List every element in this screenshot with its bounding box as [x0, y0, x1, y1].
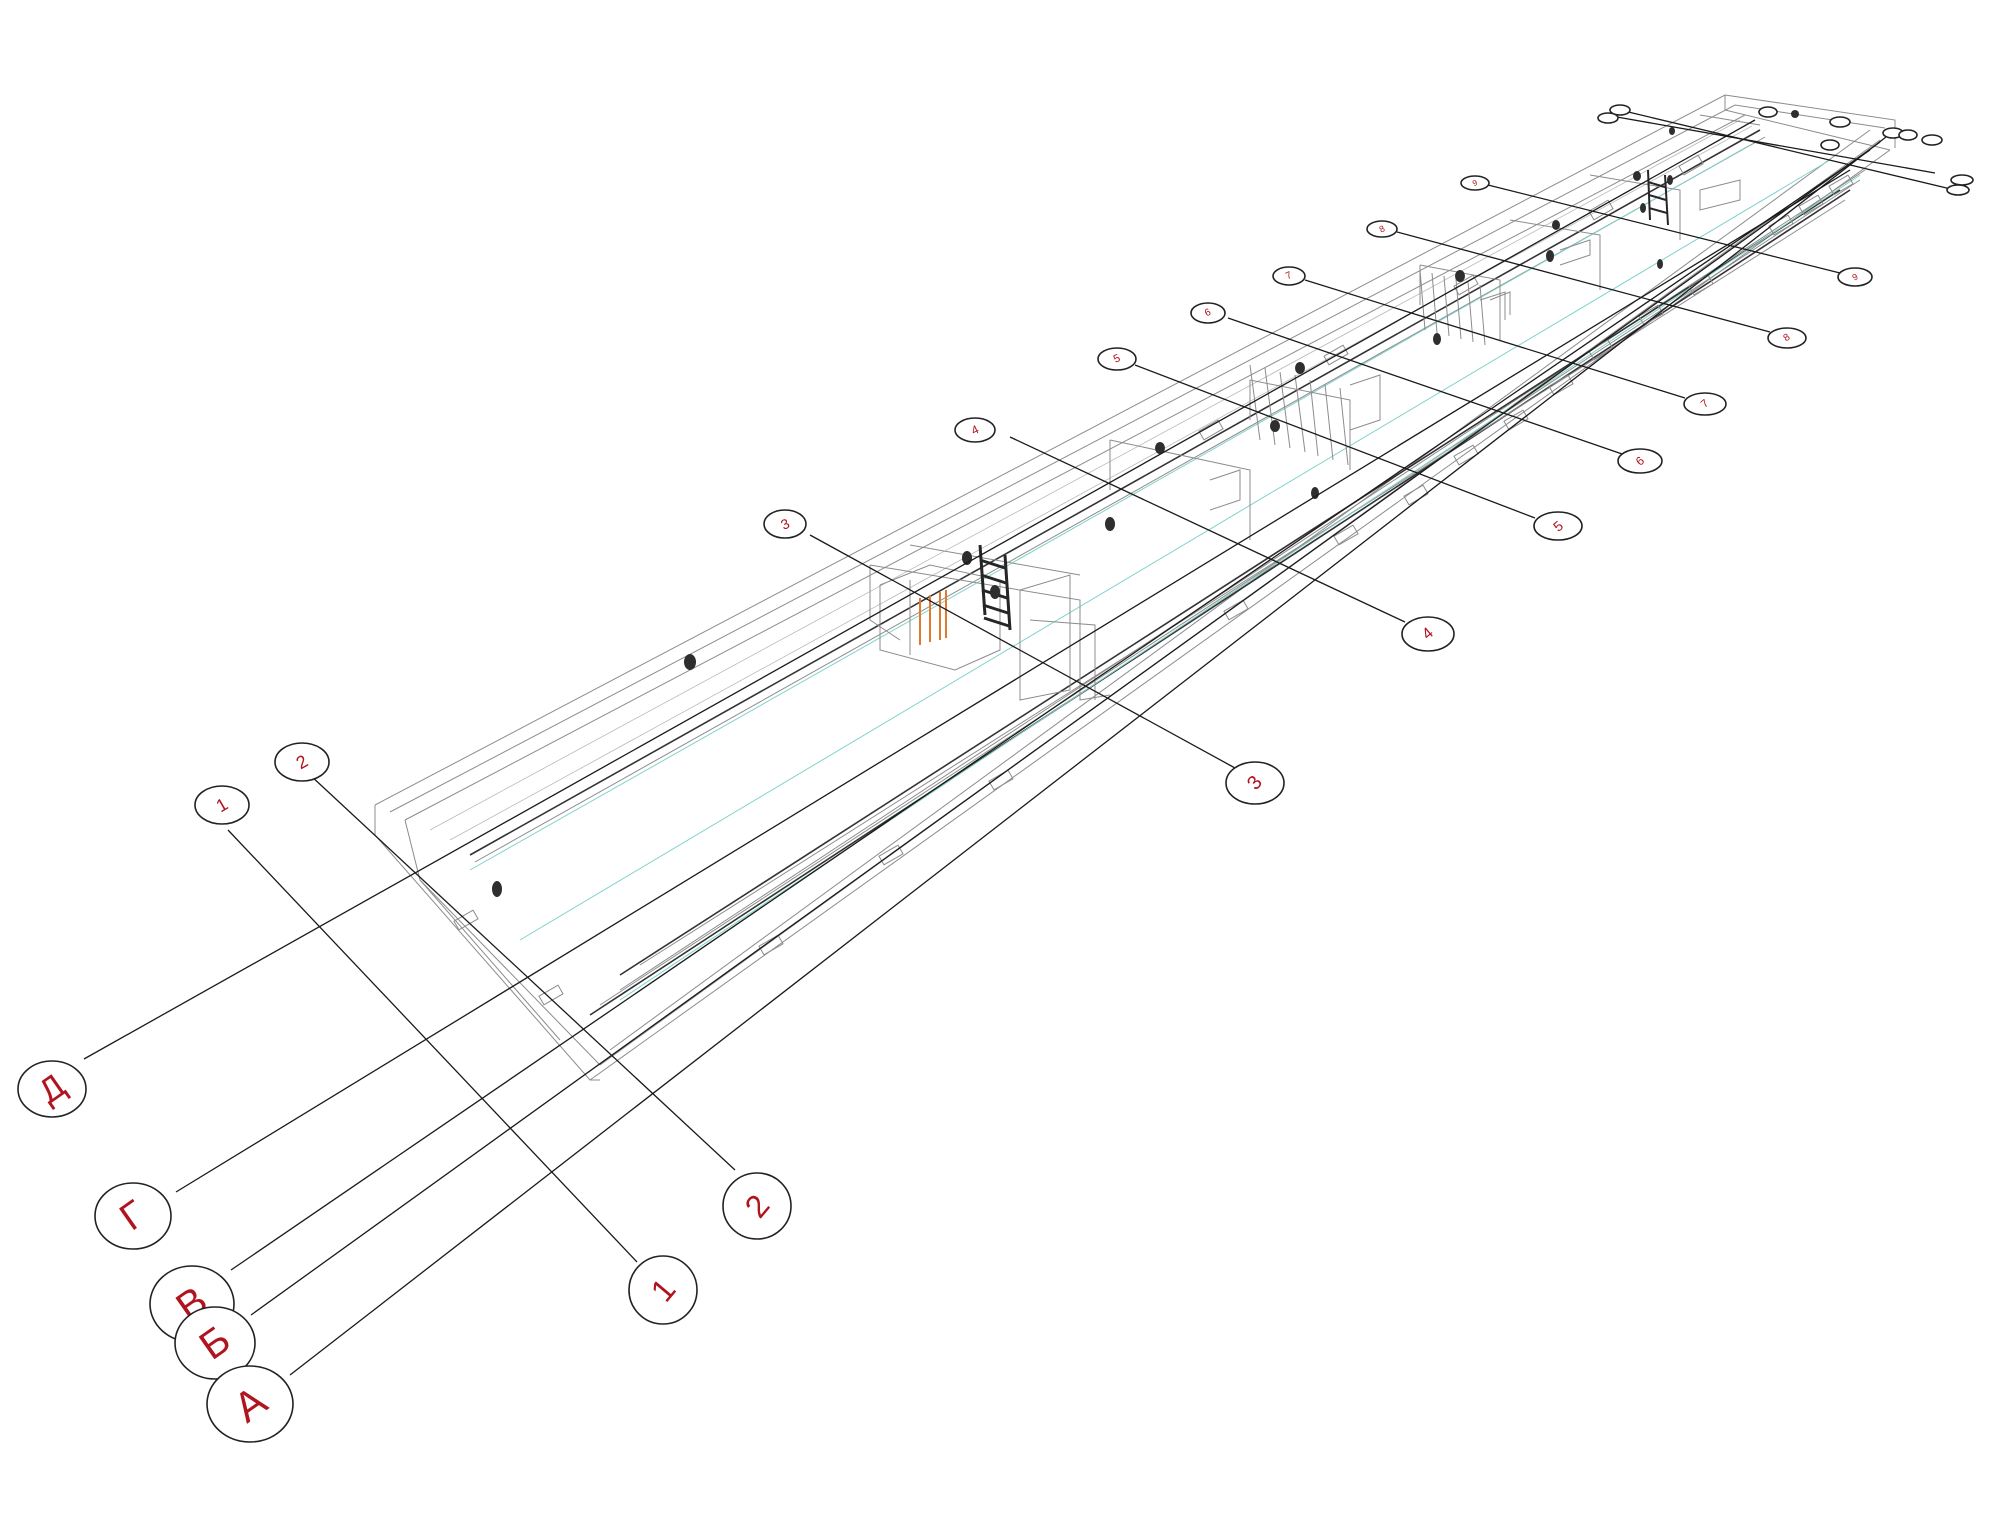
svg-text:8: 8 — [1782, 332, 1793, 344]
axis-bubble-9-top: 9 — [1460, 175, 1490, 191]
svg-text:9: 9 — [1850, 271, 1859, 282]
axis-bubble-3-top: 3 — [763, 509, 807, 539]
axis-bubble-8-bottom: 8 — [1767, 327, 1807, 349]
axis-bubble-9-bottom: 9 — [1837, 267, 1873, 287]
axis-bubble-d: Д — [17, 1060, 87, 1118]
axis-bubble-8-top: 8 — [1366, 220, 1398, 238]
axis-bubble-1-top: 1 — [194, 785, 250, 825]
axis-bubble-a: А — [206, 1365, 294, 1443]
axis-bubble-6-bottom: 6 — [1617, 448, 1663, 474]
svg-text:9: 9 — [1471, 178, 1479, 188]
axis-bubble-7-bottom: 7 — [1683, 392, 1727, 416]
axis-bubble-1-bottom: 1 — [628, 1255, 698, 1325]
axis-bubble-4-top: 4 — [954, 417, 996, 443]
slatted-partition-5 — [1249, 364, 1381, 466]
axis-bubble-5-bottom: 5 — [1533, 511, 1583, 541]
axis-bubble-3-bottom: 3 — [1225, 761, 1285, 805]
axis-leader-lines — [83, 109, 1956, 1376]
columns — [492, 110, 1799, 897]
axis-bubbles: Д Г В Б А 1 2 1 — [17, 104, 1974, 1443]
axis-bubble-5-top: 5 — [1097, 347, 1137, 371]
axis-bubble-6-top: 6 — [1190, 302, 1226, 324]
axis-bubble-g: Г — [94, 1182, 172, 1250]
svg-text:8: 8 — [1378, 223, 1387, 234]
svg-text:5: 5 — [1112, 352, 1123, 365]
axis-bubble-2-bottom: 2 — [722, 1172, 792, 1240]
beam-stubs — [453, 154, 1854, 1006]
axis-bubble-2-top: 2 — [274, 742, 330, 782]
axis-bubble-7-top: 7 — [1272, 266, 1306, 286]
ladder-far — [1647, 169, 1669, 226]
svg-text:7: 7 — [1284, 270, 1294, 283]
svg-text:6: 6 — [1203, 307, 1213, 320]
slatted-partition-7 — [1419, 269, 1506, 346]
axis-bubble-b: Б — [174, 1306, 256, 1380]
far-end-small-bubbles — [1597, 104, 1974, 196]
axis-bubble-4-bottom: 4 — [1401, 616, 1455, 652]
building-wireframe — [374, 94, 1896, 1081]
